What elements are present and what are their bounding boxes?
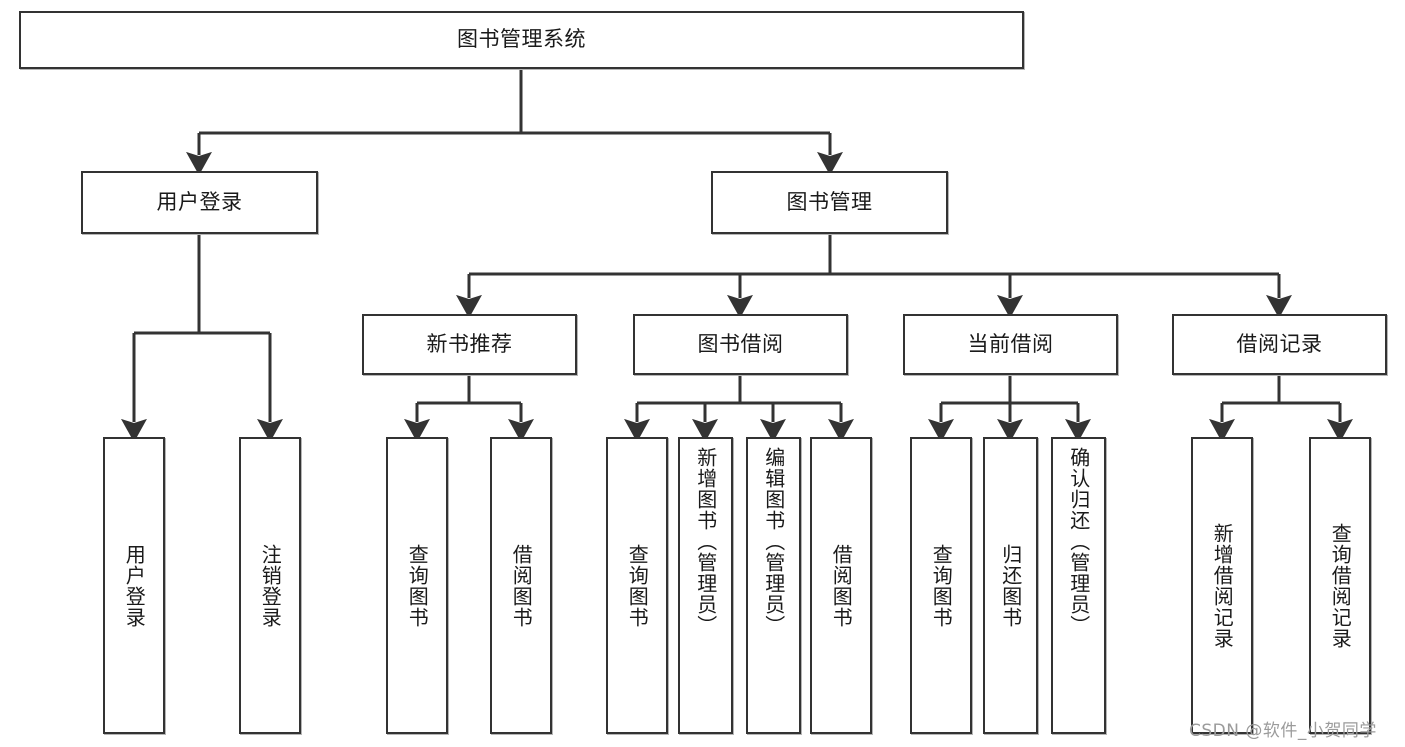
node-book-management-label: 图书管理	[786, 189, 873, 214]
leaf-current-query-book[interactable]: 查询图书	[910, 437, 972, 734]
node-book-management[interactable]: 图书管理	[711, 171, 948, 234]
leaf-current-return-book[interactable]: 归还图书	[983, 437, 1038, 734]
leaf-user-login-login[interactable]: 用户登录	[103, 437, 165, 734]
node-borrow-record-label: 借阅记录	[1236, 331, 1323, 356]
node-root-label: 图书管理系统	[457, 27, 586, 52]
leaf-label: 归还图书	[998, 543, 1023, 628]
node-current-borrow-label: 当前借阅	[967, 331, 1054, 356]
leaf-label: 注销登录	[258, 543, 283, 628]
node-root[interactable]: 图书管理系统	[19, 11, 1024, 69]
leaf-label: 借阅图书	[509, 543, 534, 628]
leaf-label: 新增图书（管理员）	[693, 447, 718, 636]
leaf-borrow-borrow-book[interactable]: 借阅图书	[810, 437, 872, 734]
leaf-label: 查询图书	[929, 543, 954, 628]
node-user-login-label: 用户登录	[156, 189, 243, 214]
leaf-label: 借阅图书	[829, 543, 854, 628]
leaf-label: 查询图书	[625, 543, 650, 628]
leaf-borrow-query-book[interactable]: 查询图书	[606, 437, 668, 734]
leaf-current-confirm-return-admin[interactable]: 确认归还（管理员）	[1051, 437, 1106, 734]
leaf-label: 新增借阅记录	[1210, 522, 1235, 649]
node-current-borrow[interactable]: 当前借阅	[903, 314, 1118, 375]
leaf-label: 编辑图书（管理员）	[761, 447, 786, 636]
csdn-watermark: CSDN @软件_小贺同学	[1189, 721, 1377, 741]
node-borrow-record[interactable]: 借阅记录	[1172, 314, 1387, 375]
node-user-login[interactable]: 用户登录	[81, 171, 318, 234]
node-new-book-recommend-label: 新书推荐	[426, 331, 513, 356]
leaf-label: 确认归还（管理员）	[1066, 447, 1091, 636]
node-book-borrow-label: 图书借阅	[697, 331, 784, 356]
leaf-record-query-record[interactable]: 查询借阅记录	[1309, 437, 1371, 734]
leaf-borrow-edit-book-admin[interactable]: 编辑图书（管理员）	[746, 437, 801, 734]
leaf-label: 查询图书	[405, 543, 430, 628]
leaf-borrow-add-book-admin[interactable]: 新增图书（管理员）	[678, 437, 733, 734]
leaf-label: 查询借阅记录	[1328, 522, 1353, 649]
leaf-recommend-query-book[interactable]: 查询图书	[386, 437, 448, 734]
leaf-label: 用户登录	[122, 543, 147, 628]
node-book-borrow[interactable]: 图书借阅	[633, 314, 848, 375]
leaf-user-login-logout[interactable]: 注销登录	[239, 437, 301, 734]
node-new-book-recommend[interactable]: 新书推荐	[362, 314, 577, 375]
leaf-record-add-record[interactable]: 新增借阅记录	[1191, 437, 1253, 734]
leaf-recommend-borrow-book[interactable]: 借阅图书	[490, 437, 552, 734]
